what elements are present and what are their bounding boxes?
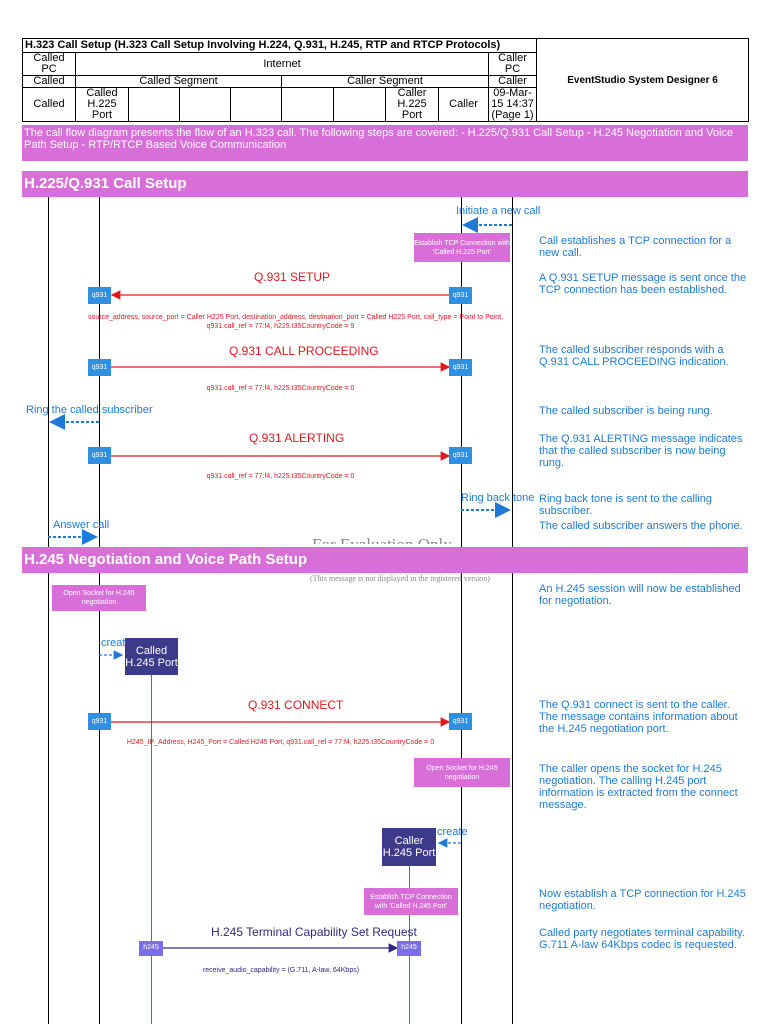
note-setup: A Q.931 SETUP message is sent once the T… — [539, 272, 747, 296]
h245-box: h245 — [397, 941, 421, 956]
msg-tcs-params: receive_audio_capability = (G.711, A-law… — [202, 967, 360, 974]
lifeline-caller-h225 — [461, 573, 462, 1024]
h245-box: h245 — [139, 941, 163, 956]
q931-box: q931 — [449, 713, 472, 730]
tcp-connection-h245-box: Establish TCP Connection with 'Called H.… — [364, 888, 458, 915]
msg-tcs-request: H.245 Terminal Capability Set Request — [211, 925, 417, 939]
msg-q931-setup: Q.931 SETUP — [254, 270, 331, 284]
lifeline-called-h225 — [99, 573, 100, 1024]
msg-alerting: Q.931 ALERTING — [249, 431, 345, 445]
product-name: EventStudio System Designer 6 — [536, 38, 750, 122]
note-h245-session: An H.245 session will now be established… — [539, 583, 741, 607]
empty-cell — [230, 87, 282, 122]
msg-alerting-params: q931.call_ref = 77:f4, h225.t35CountryCo… — [206, 473, 355, 480]
note-proceeding: The called subscriber responds with a Q.… — [539, 344, 729, 368]
caller-entity: Caller — [438, 87, 489, 122]
lifeline-called-h245 — [151, 675, 152, 1024]
q931-box: q931 — [88, 447, 111, 464]
open-socket-caller-box: Open Socket for H.245 negotiation — [414, 758, 510, 787]
caller-h245-port-box: Caller H.245 Port — [382, 828, 436, 866]
setup-params-line2: q931.call_ref = 77:f4, h225.t35CountryCo… — [206, 323, 355, 330]
section-h245-title: H.245 Negotiation and Voice Path Setup — [22, 547, 748, 573]
action-ring-back: Ring back tone — [461, 492, 535, 504]
action-answer-call: Answer call — [53, 519, 110, 531]
action-create-caller: create — [437, 826, 468, 838]
lifeline-called — [48, 197, 49, 547]
date-page: 09-Mar-15 14:37 (Page 1) — [487, 87, 538, 122]
section-h225-title: H.225/Q.931 Call Setup — [22, 171, 748, 197]
called-pc-header: Called PC — [22, 52, 76, 76]
lifeline-caller — [512, 197, 513, 547]
note-being-rung: The called subscriber is being rung. — [539, 405, 713, 417]
msg-connect-params: H245_IP_Address, H245_Port = Called H245… — [126, 739, 435, 746]
called-entity: Called — [22, 87, 76, 122]
note-tcp: Call establishes a TCP connection for a … — [539, 235, 732, 259]
note-tcs: Called party negotiates terminal capabil… — [539, 927, 745, 951]
empty-cell — [179, 87, 231, 122]
note-open-socket: The caller opens the socket for H.245 ne… — [539, 763, 738, 811]
setup-params-line1: source_address, source_port = Caller H22… — [88, 314, 503, 321]
watermark-sub: (This message is not displayed in the re… — [310, 574, 490, 583]
msg-connect: Q.931 CONNECT — [248, 698, 344, 712]
q931-box: q931 — [449, 359, 472, 376]
lifeline-caller — [512, 573, 513, 1024]
q931-box: q931 — [88, 287, 111, 304]
note-answer: The called subscriber answers the phone. — [539, 520, 743, 532]
action-ring-called: Ring the called subscriber — [26, 404, 153, 416]
q931-box: q931 — [88, 359, 111, 376]
intro-band: The call flow diagram presents the flow … — [22, 125, 748, 161]
watermark-text: For Evaluation Only — [312, 535, 452, 554]
action-create-called: create — [101, 637, 132, 649]
tcp-connection-box: Establish TCP Connection with 'Called H.… — [414, 233, 510, 262]
lifeline-called — [48, 573, 49, 1024]
header-table: H.323 Call Setup (H.323 Call Setup Invol… — [21, 38, 750, 122]
msg-proceeding-params: q931.call_ref = 77:f4, h225.t35CountryCo… — [206, 385, 355, 392]
note-connect: The Q.931 connect is sent to the caller.… — [539, 699, 738, 735]
open-socket-called-box: Open Socket for H.245 negotiation — [52, 585, 146, 611]
note-alerting: The Q.931 ALERTING message indicates tha… — [539, 433, 743, 469]
q931-box: q931 — [88, 713, 111, 730]
q931-box: q931 — [449, 287, 472, 304]
q931-box: q931 — [449, 447, 472, 464]
called-h225-port-header: Called H.225 Port — [75, 87, 129, 122]
msg-setup-params: source_address, source_port = Caller H22… — [88, 313, 503, 331]
caller-pc-header: Caller PC — [487, 52, 538, 76]
note-ring-back: Ring back tone is sent to the calling su… — [539, 493, 713, 517]
called-h245-port-box: Called H.245 Port — [125, 638, 178, 675]
action-initiate-call: Initiate a new call — [456, 205, 541, 217]
msg-call-proceeding: Q.931 CALL PROCEEDING — [229, 344, 379, 358]
note-tcp-h245: Now establish a TCP connection for H.245… — [539, 888, 746, 912]
